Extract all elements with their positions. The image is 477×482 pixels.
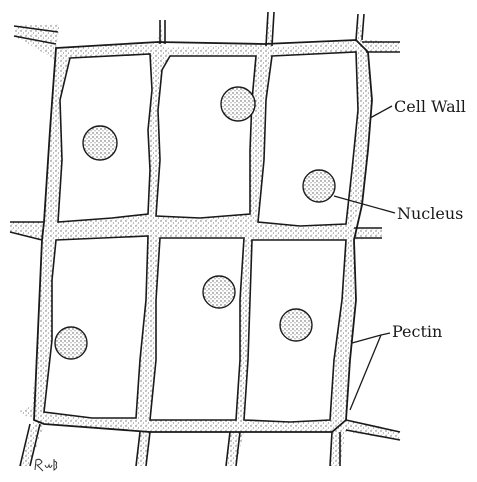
- nucleus: [303, 170, 335, 202]
- cell-wall-network: [10, 12, 400, 466]
- nucleus: [280, 309, 312, 341]
- leader-pectin-bar: [381, 333, 390, 335]
- pectin-label: Pectin: [392, 324, 442, 340]
- nucleus: [55, 327, 87, 359]
- cell-top-2: [156, 56, 256, 218]
- nucleus: [203, 276, 235, 308]
- nucleus-label: Nucleus: [397, 206, 463, 222]
- cell-bottom-1: [44, 236, 148, 418]
- cell-wall-label: Cell Wall: [394, 99, 466, 115]
- leader-cell-wall: [370, 106, 392, 118]
- cell-bottom-2: [150, 238, 244, 420]
- nucleus: [83, 126, 117, 160]
- artist-signature: [35, 459, 57, 471]
- cell-top-3: [258, 52, 358, 226]
- leader-pectin-lower: [350, 335, 381, 410]
- leader-pectin-upper: [352, 335, 381, 343]
- nucleus: [221, 87, 255, 121]
